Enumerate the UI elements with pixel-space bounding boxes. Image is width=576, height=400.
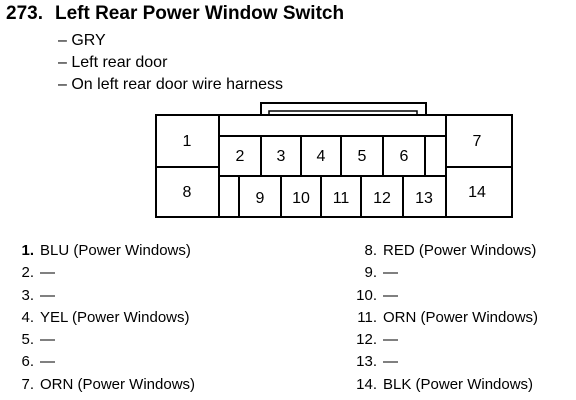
pin-number: 5. [21,331,34,349]
pin-number: 1. [21,242,34,259]
pin-label: BLU (Power Windows) [40,242,191,259]
pin-number: 13. [356,353,377,371]
component-number: 273. [6,3,43,24]
pin-list-left: 1. BLU (Power Windows) 2. — 3. — 4. YEL (Pow… [12,240,195,396]
pin-number: 12. [356,331,377,349]
pin-row: 12. — [350,329,538,351]
pin-number: 10. [356,286,377,304]
pin-label: ORN (Power Windows) [383,308,539,326]
note-color: – GRY [58,32,106,49]
cavity-2: 2 [236,148,245,165]
cavity-3: 3 [277,148,286,165]
pin-label: — [383,353,398,371]
pin-label: — [383,286,398,304]
pin-row: 8. RED (Power Windows) [350,240,538,262]
cavity-6: 6 [400,148,409,165]
pin-row: 3. — [12,285,195,307]
pin-label: — [40,264,55,282]
pin-label: BLK (Power Windows) [383,375,534,393]
cavity-7: 7 [473,133,482,150]
pin-row: 9. — [350,262,538,284]
connector-notes: – GRY – Left rear door – On left rear do… [58,30,283,96]
pin-label: — [40,353,55,371]
pin-label: ORN (Power Windows) [40,375,196,393]
pin-row: 10. — [350,285,538,307]
pin-list-right: 8. RED (Power Windows) 9. — 10. — 11. ORN (P… [350,240,538,396]
cavity-5: 5 [358,148,367,165]
pin-label: — [383,331,398,349]
pin-row: 5. — [12,329,195,351]
pin-number: 9. [364,264,377,282]
cavity-12: 12 [373,190,391,207]
cavity-9: 9 [256,190,265,207]
component-title: Left Rear Power Window Switch [54,3,345,24]
pin-number: 4. [21,308,34,326]
pin-number: 11. [357,308,377,326]
pin-row: 14. BLK (Power Windows) [350,374,538,396]
page-title: 273. Left Rear Power Window Switch [6,3,344,25]
pin-row: 11. ORN (Power Windows) [350,307,538,329]
pin-number: 8. [364,242,377,259]
cavity-10: 10 [292,190,310,207]
cavity-11: 11 [333,190,350,207]
pin-label: — [40,286,55,304]
note-harness: – On left rear door wire harness [58,76,283,93]
pin-row: 2. — [12,262,195,284]
pin-row: 7. ORN (Power Windows) [12,374,195,396]
cavity-4: 4 [317,148,326,165]
cavity-13: 13 [415,190,433,207]
cavity-8: 8 [183,184,192,201]
pin-number: 2. [21,264,34,282]
pin-label: — [383,264,398,282]
pin-number: 3. [21,286,34,304]
cavity-14: 14 [468,184,486,201]
pin-number: 7. [21,375,34,393]
pin-row: 6. — [12,351,195,373]
pin-number: 6. [21,353,34,371]
pin-label: RED (Power Windows) [383,242,537,259]
pin-row: 1. BLU (Power Windows) [12,240,195,262]
pin-label: — [40,331,55,349]
cavity-1: 1 [183,133,192,150]
pin-row: 13. — [350,351,538,373]
pin-row: 4. YEL (Power Windows) [12,307,195,329]
note-location: – Left rear door [58,54,168,71]
pin-label: YEL (Power Windows) [40,308,190,326]
pin-number: 14. [356,375,377,393]
